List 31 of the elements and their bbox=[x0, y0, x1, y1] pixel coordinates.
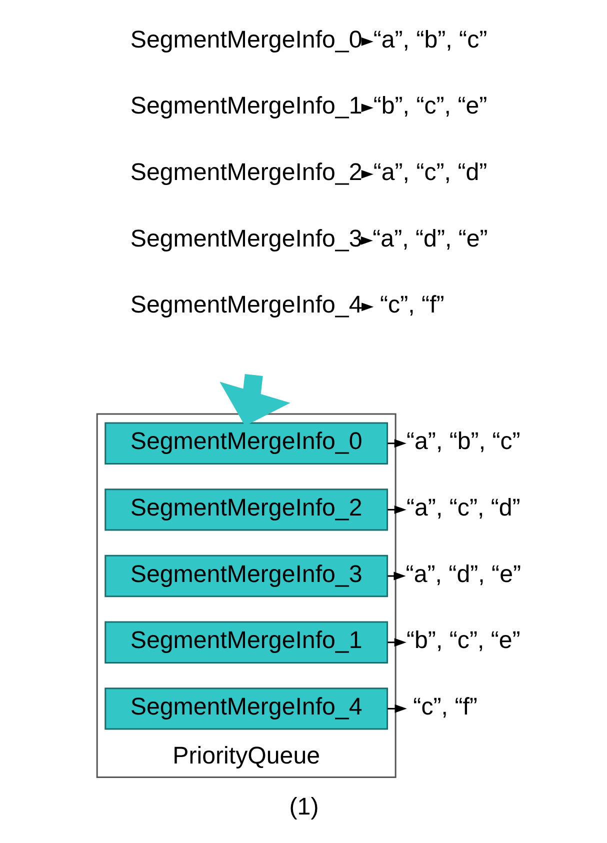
node-text: SegmentMergeInfo_2 bbox=[130, 158, 362, 186]
node-box: SegmentMergeInfo_0 bbox=[104, 422, 388, 464]
node-text: SegmentMergeInfo_4 bbox=[130, 292, 362, 319]
arrow bbox=[360, 170, 373, 178]
node-text: “a”, “c”, “d” bbox=[406, 494, 520, 522]
arrow bbox=[360, 37, 373, 46]
node-box: SegmentMergeInfo_3 bbox=[104, 554, 388, 598]
node-box: SegmentMergeInfo_4 bbox=[104, 688, 388, 730]
node-text: “a”, “c”, “d” bbox=[372, 158, 487, 186]
node-text: SegmentMergeInfo_1 bbox=[130, 92, 362, 120]
node-text: “a”, “b”, “c” bbox=[406, 428, 520, 456]
node-text: “b”, “c”, “e” bbox=[406, 627, 520, 654]
node-text: “c”, “f” bbox=[380, 292, 444, 319]
node-text: “c”, “f” bbox=[412, 693, 477, 720]
arrow bbox=[387, 505, 406, 514]
arrow bbox=[387, 439, 406, 448]
node-box: SegmentMergeInfo_1 bbox=[104, 621, 388, 664]
arrow bbox=[361, 302, 374, 312]
node-text: SegmentMergeInfo_0 bbox=[130, 26, 362, 54]
arrow bbox=[360, 236, 372, 245]
arrow bbox=[387, 638, 406, 647]
arrow bbox=[386, 704, 406, 713]
arrow bbox=[387, 572, 406, 580]
node-text: “a”, “d”, “e” bbox=[372, 225, 488, 252]
node-text: SegmentMergeInfo_3 bbox=[130, 225, 362, 252]
node-text: “a”, “d”, “e” bbox=[405, 560, 521, 588]
node-box: SegmentMergeInfo_2 bbox=[104, 488, 388, 531]
node-text: “a”, “b”, “c” bbox=[372, 26, 487, 54]
caption: (1) bbox=[288, 794, 318, 821]
arrow bbox=[360, 104, 373, 112]
node-text: “b”, “c”, “e” bbox=[372, 92, 487, 120]
